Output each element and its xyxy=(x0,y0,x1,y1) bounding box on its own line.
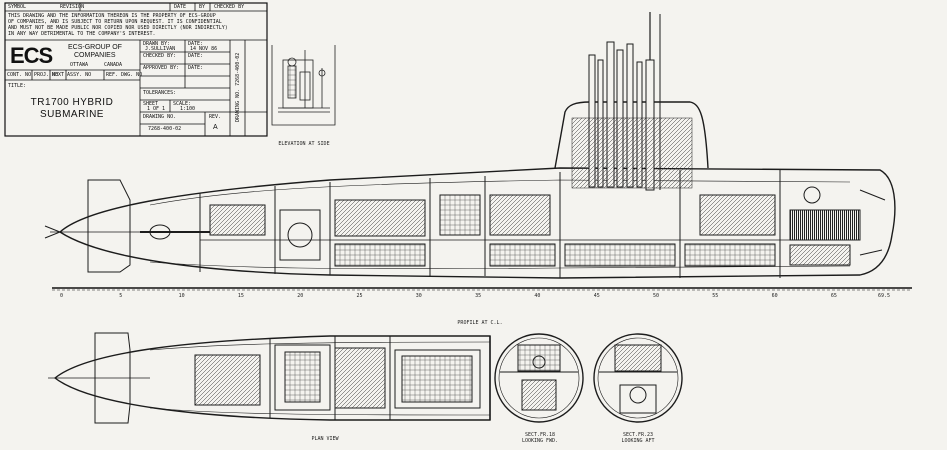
frame-label: 30 xyxy=(415,293,422,299)
frame-label: 50 xyxy=(653,293,660,299)
scale-value: 1:100 xyxy=(180,106,196,112)
frame-label: 65 xyxy=(830,293,837,299)
frame-label: 35 xyxy=(475,293,482,299)
drawn-date-label: DATE: xyxy=(188,41,204,47)
header-by: BY xyxy=(199,4,206,10)
caption-elevation: ELEVATION AT SIDE xyxy=(278,141,330,147)
approved-date-label: DATE: xyxy=(188,65,204,71)
title-block-frame xyxy=(4,2,268,137)
approved-by-label: APPROVED BY: xyxy=(143,65,180,71)
company-name-1: ECS-GROUP OF xyxy=(68,44,122,51)
checked-date-label: DATE: xyxy=(188,53,204,59)
caption-sect18-b: LOOKING FWD. xyxy=(521,438,559,444)
company-city: OTTAWA xyxy=(70,62,89,68)
drawn-date-value: 14 NOV 86 xyxy=(190,46,218,52)
frame-label: 60 xyxy=(771,293,778,299)
caption-profile: PROFILE AT C.L. xyxy=(457,320,503,326)
notice-line-4: IN ANY WAY DETRIMENTAL TO THE COMPANY'S … xyxy=(8,31,156,37)
caption-plan: PLAN VIEW xyxy=(311,436,339,442)
proj-no-label: PROJ. NO xyxy=(34,72,59,78)
drawing-title-line1: TR1700 HYBRID xyxy=(30,97,114,108)
frame-label: 45 xyxy=(593,293,600,299)
company-logo: ECS xyxy=(10,43,53,68)
header-checked-by: CHECKED BY xyxy=(214,4,245,10)
frame-label: 15 xyxy=(237,293,244,299)
caption-sect23-a: SECT.FR.23 xyxy=(622,432,654,438)
profile-view xyxy=(44,12,896,279)
section-fr18 xyxy=(494,333,584,423)
sheet-label: SHEET xyxy=(143,101,159,107)
cont-no-label: CONT. NO xyxy=(7,72,32,78)
company-name-2: COMPANIES xyxy=(74,52,116,59)
frame-label: 0 xyxy=(60,293,64,299)
notice-line-1: THIS DRAWING AND THE INFORMATION THEREON… xyxy=(8,13,216,19)
drawn-by-label: DRAWN BY: xyxy=(143,41,171,47)
caption-sect18-a: SECT.FR.18 xyxy=(524,432,556,438)
frame-label: 25 xyxy=(356,293,363,299)
rev-label: REV. xyxy=(209,114,222,120)
drawing-title-line2: SUBMARINE xyxy=(40,109,104,120)
company-country: CANADA xyxy=(104,62,123,68)
sheet-value: 1 OF 1 xyxy=(147,106,166,112)
scale-label: SCALE: xyxy=(173,101,192,107)
notice-line-2: OF COMPANIES, AND IS SUBJECT TO RETURN U… xyxy=(8,19,222,25)
frame-label: 5 xyxy=(119,293,123,299)
elevation-view xyxy=(271,45,336,126)
caption-sect23-b: LOOKING AFT xyxy=(621,438,655,444)
checked-by-label: CHECKED BY: xyxy=(143,53,177,59)
header-symbol: SYMBOL xyxy=(8,4,27,10)
notice-line-3: AND MUST NOT BE MADE PUBLIC NOR COPIED N… xyxy=(8,25,228,31)
header-date: DATE xyxy=(174,4,187,10)
frame-label: 40 xyxy=(534,293,541,299)
tolerances-label: TOLERANCES: xyxy=(143,90,177,96)
frame-scale xyxy=(52,287,912,291)
section-fr23 xyxy=(593,333,683,423)
plan-view xyxy=(48,332,491,424)
header-revision: REVISION xyxy=(60,4,85,10)
frame-label: 69.5 xyxy=(878,293,891,299)
drawn-by-value: J.SULLIVAN xyxy=(145,46,176,52)
rev-value: A xyxy=(213,124,218,131)
next-assy-label: NEXT ASSY. NO xyxy=(52,72,92,78)
frame-label: 20 xyxy=(297,293,304,299)
frame-label: 10 xyxy=(178,293,185,299)
frame-label: 55 xyxy=(712,293,719,299)
title-label: TITLE: xyxy=(8,83,27,89)
side-drawing-number: DRAWING NO. 7268-400-02 xyxy=(235,52,241,122)
drawing-no-label: DRAWING NO. xyxy=(143,114,177,120)
drawing-no-value: 7268-400-02 xyxy=(148,126,182,132)
ref-dwg-label: REF. DWG. NO xyxy=(106,72,143,78)
